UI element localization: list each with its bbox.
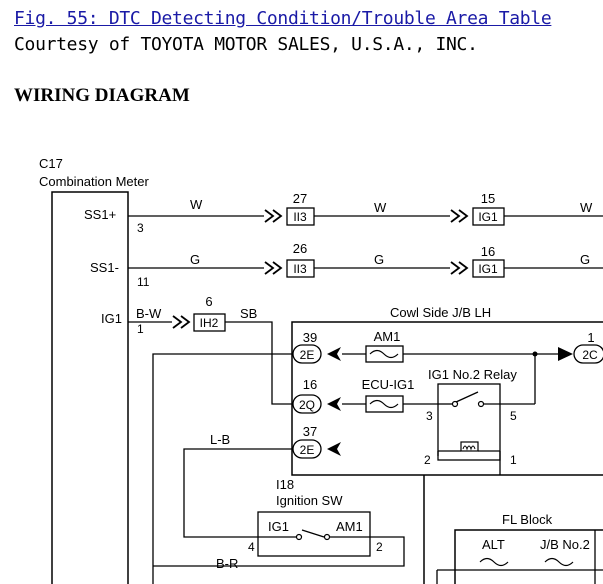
wire-ig1-a-color: B-W bbox=[136, 306, 162, 321]
terminal-16-oval bbox=[292, 394, 322, 414]
connector-chevron-icon bbox=[450, 261, 468, 275]
terminal-16-label: 2Q bbox=[299, 398, 315, 412]
meter-name: Combination Meter bbox=[39, 174, 149, 189]
fuse-alt-icon bbox=[479, 557, 509, 567]
ignition-name: Ignition SW bbox=[276, 493, 343, 508]
wire-lb-color: L-B bbox=[210, 432, 230, 447]
wire-br bbox=[153, 536, 405, 567]
terminal-1-num: 1 bbox=[587, 330, 594, 345]
connector-27-label: II3 bbox=[293, 210, 307, 224]
relay-switch-arm bbox=[455, 391, 479, 403]
connector-6-num: 6 bbox=[205, 294, 212, 309]
terminal-1-label: 2C bbox=[582, 348, 598, 362]
wire-ss1m-b-color: G bbox=[374, 252, 384, 267]
wire-ig1-b bbox=[225, 321, 292, 405]
terminal-39-label: 2E bbox=[300, 348, 315, 362]
connector-6-label: IH2 bbox=[200, 316, 219, 330]
relay-contact-dot bbox=[477, 400, 485, 408]
page-title: WIRING DIAGRAM bbox=[14, 85, 190, 106]
connector-chevron-icon bbox=[264, 209, 282, 223]
ignition-contact-dot bbox=[295, 533, 303, 541]
wire-lb bbox=[183, 448, 293, 538]
ignition-switch-arm bbox=[301, 529, 325, 538]
pin-ig1-num: 1 bbox=[137, 322, 144, 336]
ignition-contact-dot bbox=[323, 533, 331, 541]
fl-block-title: FL Block bbox=[502, 512, 553, 527]
terminal-1-oval bbox=[573, 344, 603, 364]
fl-block-alt: ALT bbox=[482, 537, 505, 552]
connector-15-num: 15 bbox=[481, 191, 495, 206]
pin-ss1p-num: 3 bbox=[137, 221, 144, 235]
relay-pin-5: 5 bbox=[510, 409, 517, 423]
ignition-pin-4: 4 bbox=[248, 540, 255, 554]
wire-br-color: B-R bbox=[216, 556, 238, 571]
terminal-37-num: 37 bbox=[303, 424, 317, 439]
connector-16-label: IG1 bbox=[478, 262, 498, 276]
terminal-16-num: 16 bbox=[303, 377, 317, 392]
relay-pin-3: 3 bbox=[426, 409, 433, 423]
pin-ss1m-name: SS1- bbox=[90, 260, 119, 275]
terminal-37-label: 2E bbox=[300, 443, 315, 457]
wire-ss1p-b-color: W bbox=[374, 200, 387, 215]
fuse-ecu-label: ECU-IG1 bbox=[362, 377, 415, 392]
fl-block-box bbox=[454, 529, 603, 584]
jb-box bbox=[291, 321, 603, 476]
courtesy-text: Courtesy of TOYOTA MOTOR SALES, U.S.A., … bbox=[14, 34, 478, 55]
wire-ss1m-a-color: G bbox=[190, 252, 200, 267]
fuse-ecu-wave bbox=[369, 399, 399, 409]
connector-16-num: 16 bbox=[481, 244, 495, 259]
terminal-arrow-icon bbox=[327, 347, 341, 361]
connector-chevron-icon bbox=[450, 209, 468, 223]
connector-chevron-icon bbox=[264, 261, 282, 275]
wire-ss1p-c-color: W bbox=[580, 200, 593, 215]
relay-contact-dot bbox=[451, 400, 459, 408]
connector-26-num: 26 bbox=[293, 241, 307, 256]
fuse-jb2-icon bbox=[544, 557, 574, 567]
connector-chevron-icon bbox=[172, 315, 190, 329]
combination-meter-box bbox=[51, 191, 129, 584]
ignition-pin-2: 2 bbox=[376, 540, 383, 554]
terminal-arrow-icon bbox=[558, 347, 573, 361]
fl-block-jb2: J/B No.2 bbox=[540, 537, 590, 552]
relay-label: IG1 No.2 Relay bbox=[428, 367, 517, 382]
meter-code: C17 bbox=[39, 156, 63, 171]
terminal-arrow-icon bbox=[327, 397, 341, 411]
wire-ss1m-c-color: G bbox=[580, 252, 590, 267]
wire-br-vertical bbox=[152, 353, 293, 584]
pin-ig1-name: IG1 bbox=[101, 311, 122, 326]
wire-ss1p-a-color: W bbox=[190, 197, 203, 212]
pin-ss1p-name: SS1+ bbox=[84, 207, 116, 222]
fuse-am1-label: AM1 bbox=[374, 329, 401, 344]
pin-ss1m-num: 11 bbox=[137, 275, 150, 289]
ignition-code: I18 bbox=[276, 477, 294, 492]
relay-pin-2: 2 bbox=[424, 453, 431, 467]
relay-pin-1: 1 bbox=[510, 453, 517, 467]
jb-title: Cowl Side J/B LH bbox=[390, 305, 491, 320]
wire-ig1-b-color: SB bbox=[240, 306, 257, 321]
relay-coil-wave bbox=[462, 445, 476, 451]
connector-27-num: 27 bbox=[293, 191, 307, 206]
terminal-arrow-icon bbox=[327, 442, 341, 456]
connector-26-label: II3 bbox=[293, 262, 307, 276]
ignition-ig1-label: IG1 bbox=[268, 519, 289, 534]
ignition-am1-label: AM1 bbox=[336, 519, 363, 534]
fuse-am1-wave bbox=[369, 349, 399, 359]
terminal-39-num: 39 bbox=[303, 330, 317, 345]
connector-15-label: IG1 bbox=[478, 210, 498, 224]
figure-link[interactable]: Fig. 55: DTC Detecting Condition/Trouble… bbox=[14, 8, 552, 29]
